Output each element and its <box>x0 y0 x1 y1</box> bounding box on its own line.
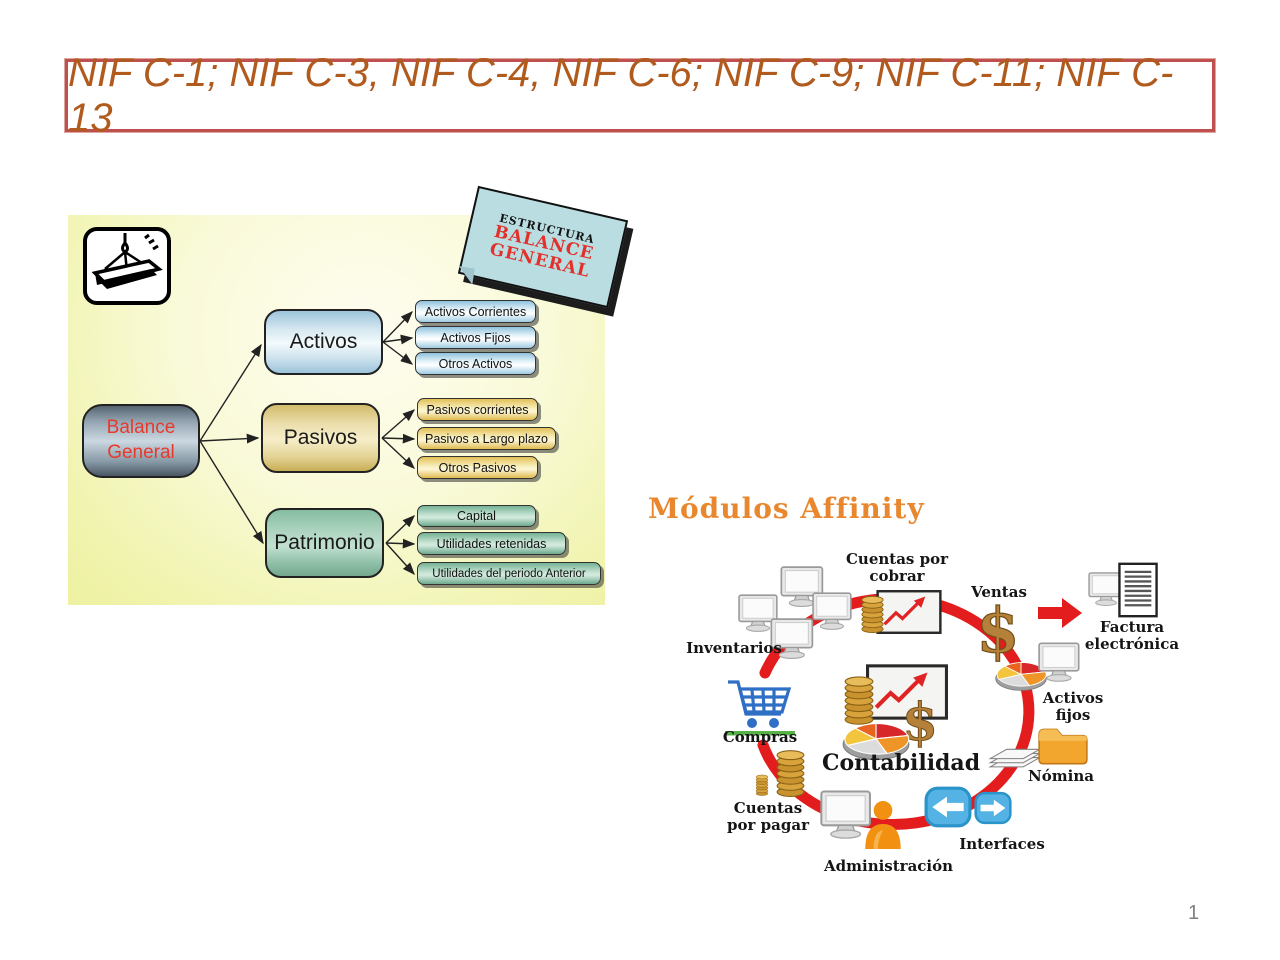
node-pasivos-label: Pasivos <box>283 426 358 449</box>
monitor-icon <box>1088 572 1124 606</box>
slide-title-box: NIF C-1; NIF C-3, NIF C-4, NIF C-6; NIF … <box>65 51 1215 140</box>
label-compras: Compras <box>722 728 798 746</box>
node-activos: Activos <box>264 309 383 375</box>
interface-arrow-left-icon <box>924 786 972 828</box>
node-patrimonio: Patrimonio <box>265 508 384 578</box>
chart-board-icon <box>876 590 942 634</box>
node-otros-activos: Otros Activos <box>415 352 536 375</box>
crane-icon <box>83 227 171 305</box>
slide-title: NIF C-1; NIF C-3, NIF C-4, NIF C-6; NIF … <box>68 50 1174 140</box>
monitor-icon <box>820 790 871 839</box>
node-pasivos-corrientes: Pasivos corrientes <box>417 398 538 421</box>
coins-icon <box>776 750 805 797</box>
estructura-note: ESTRUCTURA BALANCE GENERAL <box>456 185 629 309</box>
balance-structure-panel: ESTRUCTURA BALANCE GENERAL Balance G <box>68 185 629 605</box>
label-administracion: Administración <box>824 857 954 875</box>
label-interfaces: Interfaces <box>959 835 1045 853</box>
label-activos-fijos: Activos fijos <box>1042 689 1104 724</box>
dollar-icon <box>975 598 1021 664</box>
node-otros-pasivos: Otros Pasivos <box>417 456 538 479</box>
label-inventarios: Inventarios <box>686 639 782 657</box>
node-balance-general-label: Balance General <box>106 417 176 463</box>
node-pasivos: Pasivos <box>261 403 380 473</box>
coins-icon <box>844 676 874 725</box>
affinity-title: Módulos Affinity <box>648 492 925 525</box>
invoice-document-icon <box>1118 562 1158 618</box>
papers-icon <box>989 748 1041 768</box>
node-activos-label: Activos <box>289 330 358 353</box>
label-cuentas-por-cobrar: Cuentas por cobrar <box>845 550 948 585</box>
node-patrimonio-label: Patrimonio <box>274 531 375 554</box>
label-factura-electronica: Factura electrónica <box>1084 618 1180 653</box>
node-pasivos-largo-plazo: Pasivos a Largo plazo <box>417 427 556 450</box>
note-fold-corner <box>456 266 475 285</box>
node-balance-general: Balance General <box>82 404 200 478</box>
node-utilidades-periodo-anterior: Utilidades del periodo Anterior <box>417 562 601 585</box>
page-number: 1 <box>1188 902 1200 924</box>
node-activos-fijos: Activos Fijos <box>415 326 536 349</box>
interface-arrow-right-icon <box>974 791 1012 825</box>
node-activos-corrientes: Activos Corrientes <box>415 300 536 323</box>
label-contabilidad: Contabilidad <box>822 750 981 776</box>
affinity-diagram-art: $ <box>725 562 1158 849</box>
node-utilidades-retenidas: Utilidades retenidas <box>417 532 566 555</box>
label-nomina: Nómina <box>1028 767 1094 785</box>
label-cuentas-por-pagar: Cuentas por pagar <box>727 799 809 834</box>
monitor-icon <box>812 592 852 630</box>
node-capital: Capital <box>417 505 536 527</box>
label-ventas: Ventas <box>971 583 1027 601</box>
crane-icon-art <box>91 233 163 289</box>
coins-icon <box>755 774 769 796</box>
folder-icon <box>1038 728 1088 765</box>
coins-icon <box>861 595 884 634</box>
